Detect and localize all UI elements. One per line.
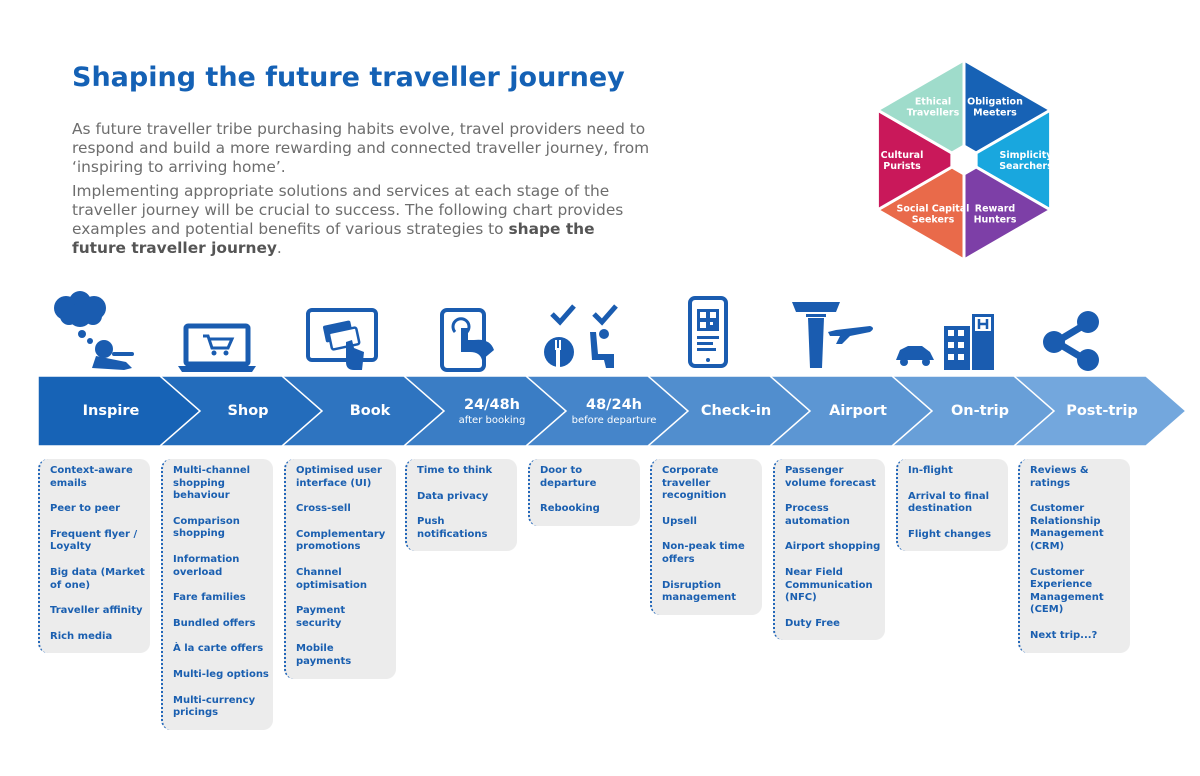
intro-paragraph-2-emphasis: shape the future traveller journey: [72, 220, 595, 257]
list-item: Mobile payments: [296, 643, 352, 667]
mobile-qr-icon: [688, 296, 728, 368]
stage-shop: Shop: [190, 376, 306, 446]
stage-icons-row: [54, 291, 1099, 372]
list-item: Fare families: [173, 592, 246, 604]
meal-seat-check-icon: [544, 304, 618, 368]
list-item: In-flight: [908, 465, 953, 476]
list-item: Payment security: [296, 605, 346, 629]
list-item: Comparison shopping: [173, 515, 240, 540]
list-item: Complementary promotions: [296, 528, 386, 553]
list-item: Multi-currency pricings: [173, 694, 256, 719]
list-item: Duty Free: [785, 617, 840, 629]
stage-airport: Airport: [800, 376, 916, 446]
intro-paragraph-2-end: .: [276, 239, 282, 257]
list-item: Rich media: [50, 630, 113, 642]
intro-paragraph-1: As future traveller tribe purchasing hab…: [72, 120, 650, 176]
page-title: Shaping the future traveller journey: [72, 62, 625, 93]
list-item: Reviews & ratings: [1030, 465, 1089, 489]
stage-inspire: Inspire: [38, 376, 184, 446]
list-item: Passenger volume forecast: [785, 465, 876, 489]
tribe-segment-ethical-travellers: [875, 58, 966, 155]
stage-book: Book: [312, 376, 428, 446]
list-item: Near Field Communication (NFC): [785, 566, 873, 604]
list-item: Flight changes: [908, 528, 992, 540]
control-tower-plane-icon: [792, 302, 873, 368]
laptop-cart-icon: [178, 323, 256, 372]
list-item: Multi-leg options: [173, 668, 269, 680]
stage-label: 48/24h: [586, 396, 642, 413]
tablet-touch-icon: [440, 308, 494, 372]
list-item: Non-peak time offers: [662, 541, 745, 565]
stage-label: Book: [349, 403, 391, 419]
list-item: Arrival to final destination: [908, 490, 990, 515]
list-item: Cross-sell: [296, 503, 351, 515]
list-item: Multi-channel shopping behaviour: [173, 465, 251, 502]
list-item: Next trip...?: [1030, 629, 1098, 641]
list-item: Bundled offers: [173, 617, 256, 629]
list-item: À la carte offers: [173, 643, 264, 655]
list-item: Traveller affinity: [50, 605, 143, 617]
stage-label: Airport: [829, 403, 887, 419]
stage-post-trip: Post-trip: [1044, 376, 1160, 446]
list-item: Information overload: [173, 553, 240, 578]
list-item: Door to departure: [540, 465, 597, 489]
list-item: Customer Relationship Management (CRM): [1030, 503, 1104, 552]
list-item: Channel optimisation: [296, 566, 367, 591]
list-item: Airport shopping: [785, 541, 881, 553]
intro-paragraph-2-lead: Implementing appropriate solutions and s…: [72, 182, 624, 238]
car-hotel-icon: [896, 314, 994, 370]
stage-label: Shop: [227, 403, 269, 419]
list-item: Optimised user interface (UI): [296, 465, 382, 489]
share-icon: [1043, 311, 1099, 371]
stage-sublabel: before departure: [571, 414, 657, 426]
list-item: Process automation: [785, 503, 850, 527]
list-item: Frequent flyer / Loyalty: [50, 528, 138, 553]
list-item: Disruption management: [662, 579, 737, 604]
list-item: Peer to peer: [50, 503, 121, 515]
list-item: Upsell: [662, 515, 697, 527]
stage-label: Inspire: [82, 403, 140, 419]
stage-check-in: Check-in: [678, 376, 794, 446]
list-item: Corporate traveller recognition: [662, 465, 727, 502]
stage-label: 24/48h: [464, 396, 520, 413]
stage-sublabel: after booking: [458, 414, 526, 426]
list-item: Data privacy: [417, 490, 489, 502]
list-item: Rebooking: [540, 503, 600, 515]
stage-label: On-trip: [950, 403, 1010, 419]
list-item: Big data (Market of one): [50, 566, 145, 591]
list-item: Time to think: [417, 465, 493, 476]
thought-bubble-icon: [54, 291, 134, 370]
stage-label: Check-in: [700, 403, 772, 419]
stage-on-trip: On-trip: [922, 376, 1038, 446]
stage-label: Post-trip: [1066, 403, 1138, 419]
list-item: Context-aware emails: [50, 465, 133, 489]
tablet-card-icon: [306, 308, 378, 370]
list-item: Push notifications: [417, 516, 488, 540]
intro-paragraph-2: Implementing appropriate solutions and s…: [72, 182, 652, 258]
journey-flow-chevrons: [37, 376, 1188, 446]
stage-chevron-inspire: [37, 376, 202, 446]
list-item: Customer Experience Management (CEM): [1030, 566, 1104, 616]
